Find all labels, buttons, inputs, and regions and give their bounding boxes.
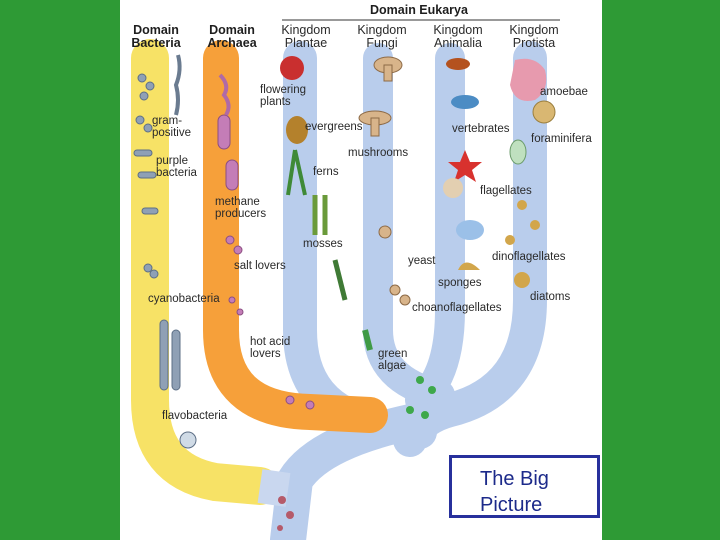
label-foraminifera: foraminifera <box>531 133 592 145</box>
header-line: Kingdom <box>281 23 331 37</box>
label-evergreens: evergreens <box>305 121 363 133</box>
label-amoebae: amoebae <box>540 86 588 98</box>
label-mosses: mosses <box>303 238 343 250</box>
label-line: gram- <box>152 115 183 127</box>
domain-bacteria-header: Domain Bacteria <box>128 24 184 50</box>
header-line: Fungi <box>366 36 398 50</box>
eukarya-trunk <box>270 402 438 540</box>
archaea-branch <box>203 40 388 433</box>
diagram-panel: Domain Eukarya Domain Bacteria Domain Ar… <box>120 0 602 540</box>
label-line: plants <box>260 96 291 108</box>
eukarya-branches <box>270 41 547 540</box>
label-line: algae <box>378 360 407 372</box>
label-purple-bacteria: purple bacteria <box>156 155 197 179</box>
root-junction <box>257 469 291 507</box>
label-diatoms: diatoms <box>530 291 571 303</box>
label-line: lovers <box>250 348 281 360</box>
kingdom-animalia-header: Kingdom Animalia <box>428 24 488 50</box>
label-choanoflagellates: choanoflagellates <box>412 302 502 314</box>
label-hot-acid-lovers: hot acid lovers <box>250 336 290 360</box>
label-gram-positive: gram- positive <box>152 115 191 139</box>
label-line: positive <box>152 127 191 139</box>
label-sponges: sponges <box>438 277 482 289</box>
header-line: Kingdom <box>433 23 483 37</box>
label-line: flowering <box>260 84 307 96</box>
domain-archaea-header: Domain Archaea <box>204 24 260 50</box>
label-line: hot acid <box>250 336 291 348</box>
label-yeast: yeast <box>408 255 436 267</box>
label-flagellates: flagellates <box>480 185 532 197</box>
kingdom-protista-header: Kingdom Protista <box>506 24 562 50</box>
label-line: bacteria <box>156 167 197 179</box>
label-dinoflagellates: dinoflagellates <box>492 251 566 263</box>
label-flowering-plants: flowering plants <box>260 84 306 108</box>
kingdom-plantae-header: Kingdom Plantae <box>278 24 334 50</box>
header-line: Protista <box>512 36 556 50</box>
label-line: producers <box>215 208 267 220</box>
label-line: purple <box>156 155 188 167</box>
label-methane-producers: methane producers <box>215 196 266 220</box>
title-box: The Big Picture <box>449 455 600 518</box>
header-line: Plantae <box>284 36 328 50</box>
domain-eukarya-header: Domain Eukarya <box>370 3 468 17</box>
header-line: Kingdom <box>357 23 407 37</box>
header-line: Domain <box>209 23 255 37</box>
organism-illustrations <box>133 54 556 531</box>
kingdom-fungi-header: Kingdom Fungi <box>354 24 410 50</box>
header-line: Kingdom <box>509 23 559 37</box>
header-line: Domain <box>133 23 179 37</box>
label-cyanobacteria: cyanobacteria <box>148 293 220 305</box>
label-green-algae: green algae <box>378 348 407 372</box>
label-flavobacteria: flavobacteria <box>162 410 228 422</box>
header-line: Animalia <box>434 36 482 50</box>
label-vertebrates: vertebrates <box>452 123 510 135</box>
title-text: The Big Picture <box>480 468 549 516</box>
bacteria-branch <box>131 39 279 505</box>
label-mushrooms: mushrooms <box>348 147 409 159</box>
label-salt-lovers: salt lovers <box>234 260 286 272</box>
header-line: Archaea <box>207 36 257 50</box>
label-line: methane <box>215 196 260 208</box>
animalia-branch <box>405 43 465 415</box>
label-ferns: ferns <box>313 166 339 178</box>
header-line: Bacteria <box>131 36 181 50</box>
label-line: green <box>378 348 408 360</box>
tree-of-life-diagram <box>131 19 560 540</box>
